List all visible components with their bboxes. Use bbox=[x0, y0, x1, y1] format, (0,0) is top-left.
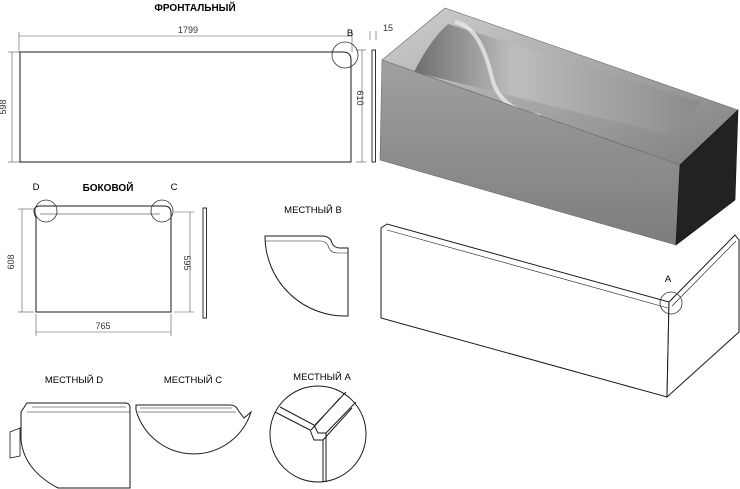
front-thickness-label: 15 bbox=[383, 23, 393, 33]
detail-a-circle bbox=[659, 291, 683, 315]
detail-c-circle bbox=[150, 199, 174, 223]
detail-d-circle bbox=[34, 199, 58, 223]
detail-c-edges bbox=[138, 407, 236, 413]
front-height-label: 598 bbox=[0, 99, 8, 114]
detail-b-inner-edge bbox=[265, 240, 348, 254]
marker-d-label: D bbox=[33, 182, 40, 193]
detail-b-circle bbox=[331, 41, 359, 69]
detail-c-shape bbox=[135, 404, 253, 455]
side-panel-shape bbox=[33, 205, 172, 313]
front-outer-height-label: 610 bbox=[355, 90, 365, 105]
side-inner-height-dimension bbox=[174, 211, 194, 313]
side-inner-height-label: 595 bbox=[182, 255, 192, 270]
side-height-dimension bbox=[18, 208, 34, 313]
front-outer-height-dimension bbox=[356, 49, 366, 163]
side-width-dimension bbox=[35, 314, 172, 336]
detail-b-shape bbox=[264, 235, 349, 317]
detail-b-view: МЕСТНЫЙ B bbox=[264, 204, 349, 317]
marker-a-label: A bbox=[665, 274, 672, 285]
bathtub-3d-render bbox=[379, 7, 739, 246]
marker-b-label: B bbox=[347, 28, 353, 39]
detail-d-title: МЕСТНЫЙ D bbox=[45, 374, 103, 386]
detail-d-profile bbox=[9, 427, 21, 459]
front-panel-shape bbox=[19, 51, 352, 163]
front-thickness-profile bbox=[369, 31, 377, 163]
detail-c-view: МЕСТНЫЙ C bbox=[135, 374, 253, 455]
front-height-dimension bbox=[8, 51, 20, 163]
marker-c-label: C bbox=[171, 182, 178, 193]
bathtub-side-face bbox=[675, 109, 739, 246]
assembled-side-panel bbox=[666, 234, 740, 399]
side-height-label: 608 bbox=[6, 254, 16, 269]
detail-a-corner-shape bbox=[274, 391, 357, 482]
side-thickness-profile bbox=[202, 207, 207, 319]
front-panel-title: ФРОНТАЛЬНЫЙ bbox=[154, 1, 235, 14]
detail-a-view: МЕСТНЫЙ A bbox=[269, 371, 367, 483]
detail-c-title: МЕСТНЫЙ C bbox=[164, 374, 222, 386]
assembled-front-edge bbox=[386, 229, 669, 309]
detail-d-shape bbox=[20, 402, 131, 489]
detail-d-edges bbox=[27, 406, 130, 413]
detail-a-title: МЕСТНЫЙ A bbox=[293, 371, 351, 383]
detail-d-view: МЕСТНЫЙ D bbox=[9, 374, 131, 489]
front-panel-view: ФРОНТАЛЬНЫЙ 1799 598 B 610 bbox=[0, 1, 393, 163]
detail-b-title: МЕСТНЫЙ B bbox=[284, 204, 342, 216]
side-panel-title: БОКОВОЙ bbox=[83, 181, 134, 194]
side-panel-view: БОКОВОЙ D C 608 595 765 bbox=[6, 181, 207, 336]
assembled-panels-view: A bbox=[380, 223, 740, 399]
detail-a-circle-outline bbox=[269, 385, 367, 483]
front-width-label: 1799 bbox=[178, 25, 198, 35]
assembled-front-panel bbox=[380, 223, 670, 398]
side-width-label: 765 bbox=[95, 321, 110, 331]
front-width-dimension bbox=[18, 32, 353, 52]
assembled-side-edge bbox=[671, 240, 737, 307]
